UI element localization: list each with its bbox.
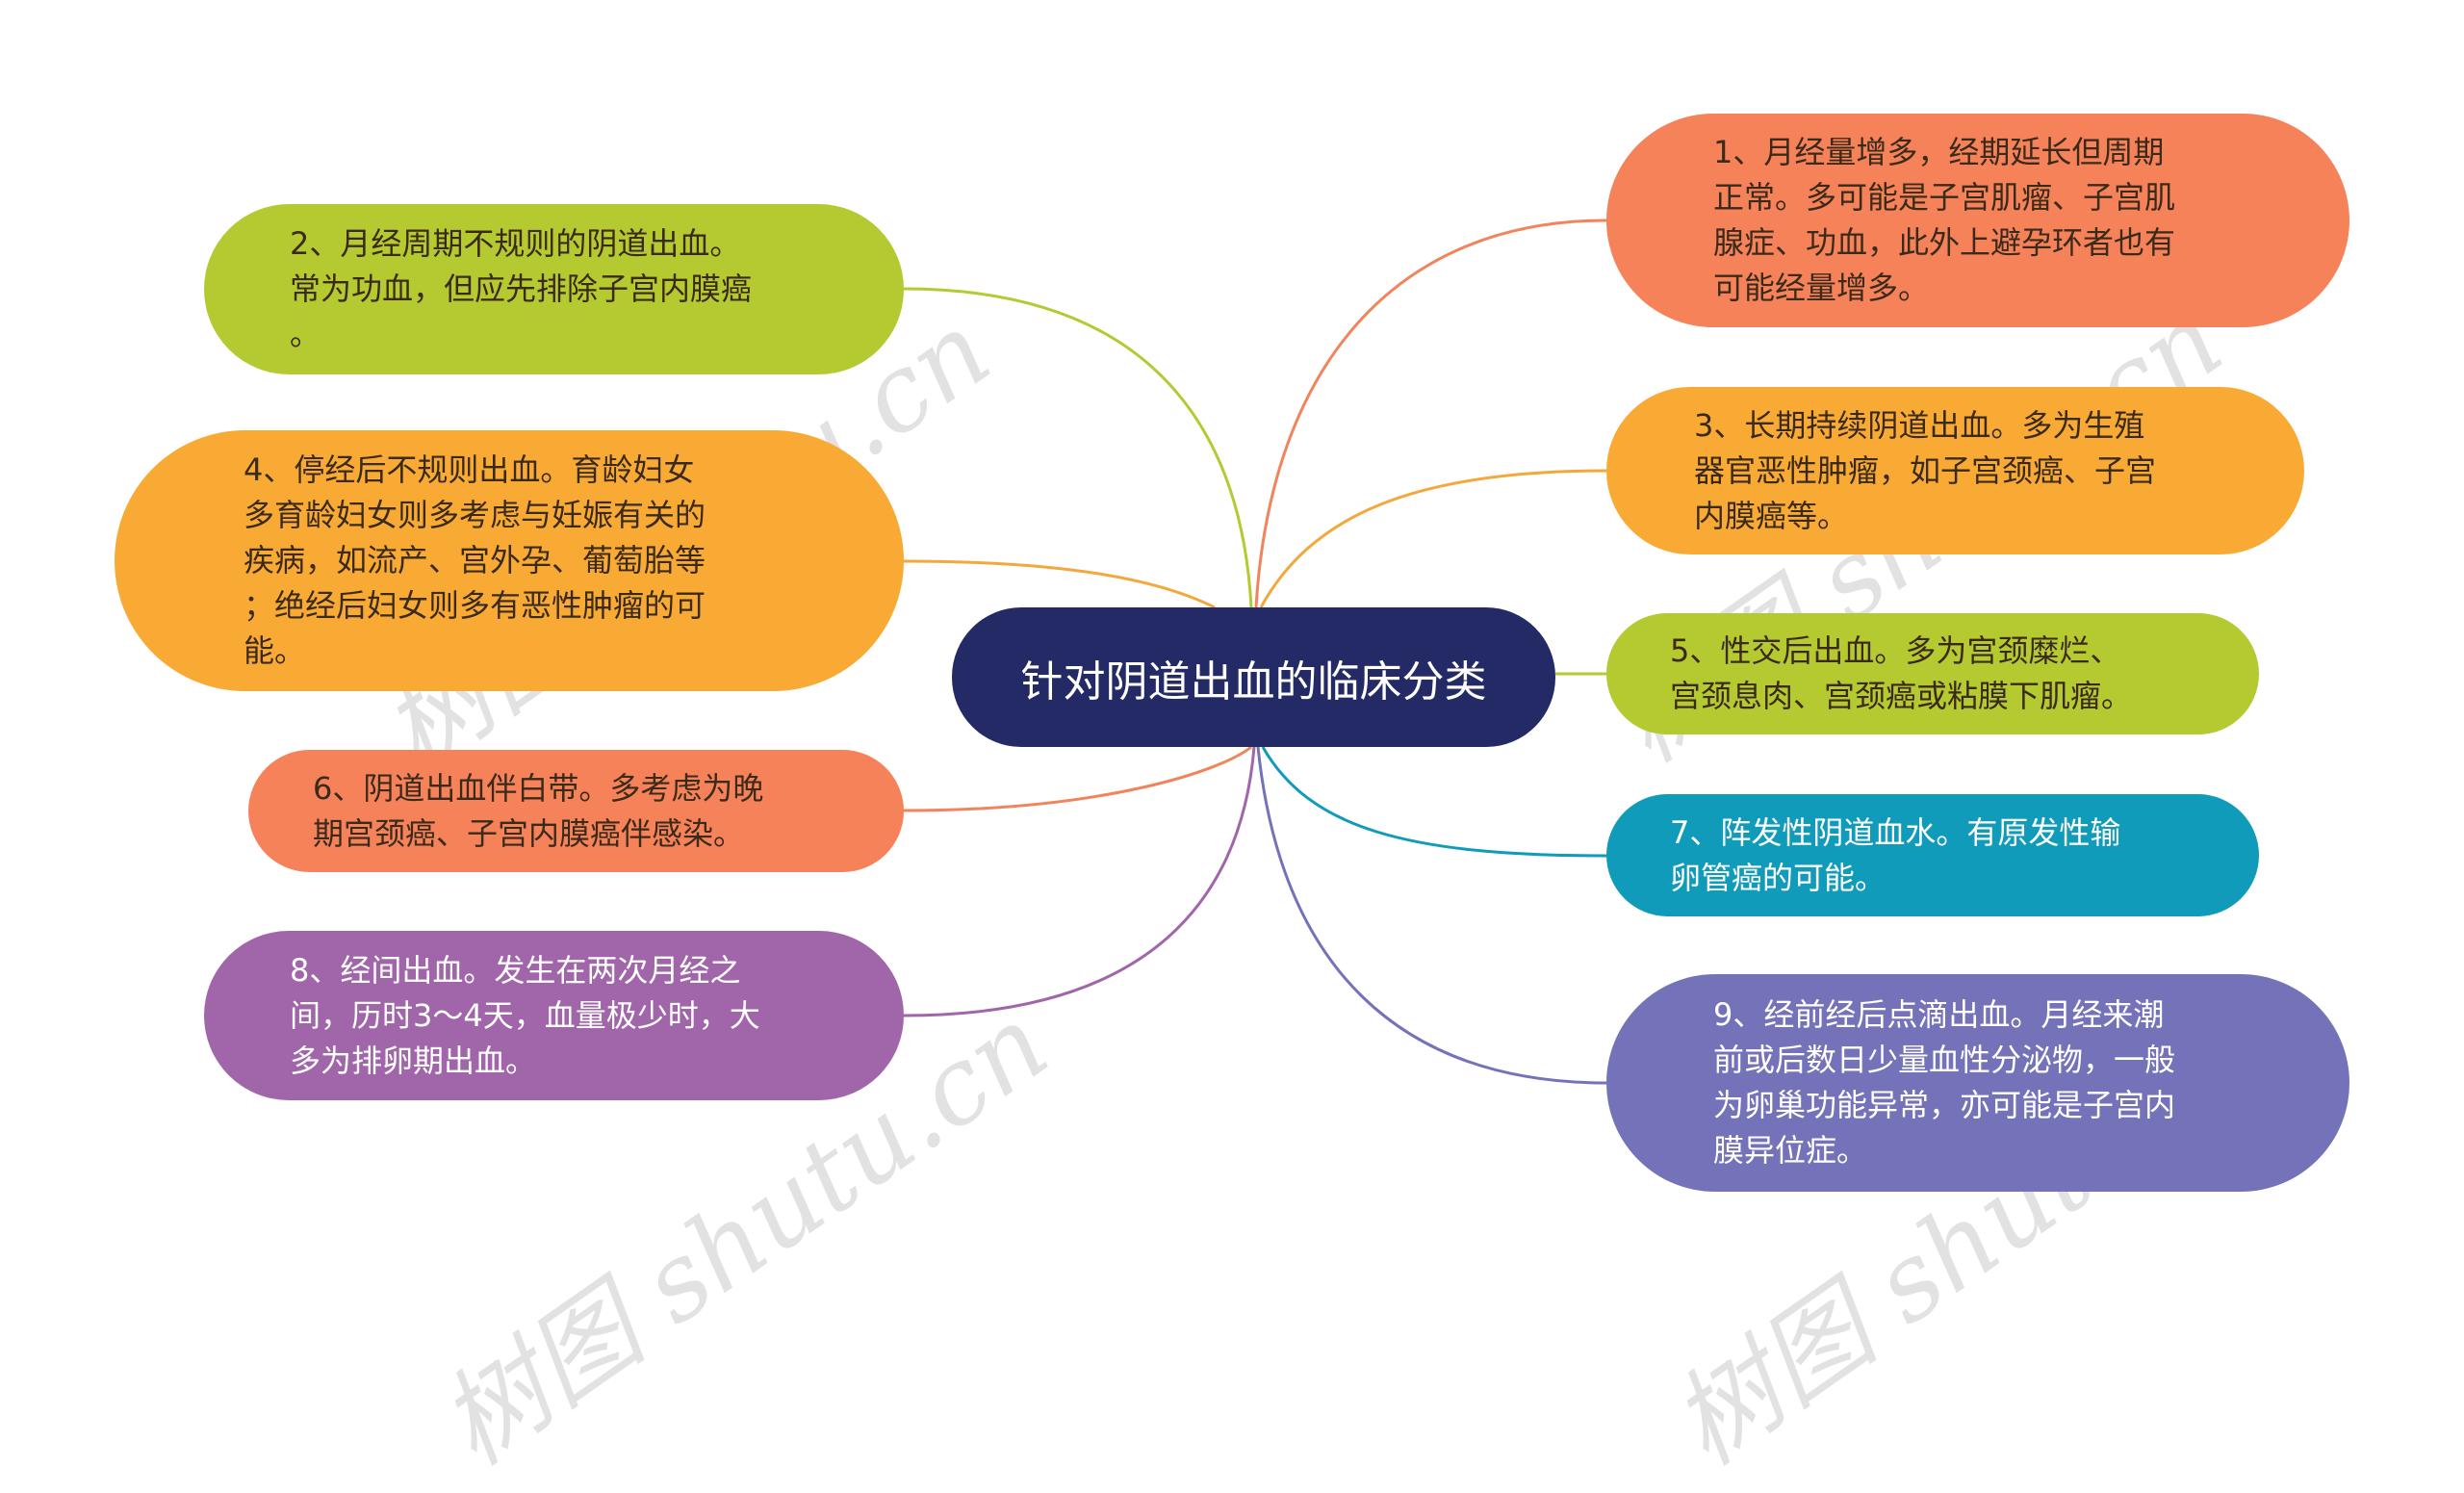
central-topic[interactable]: 针对阴道出血的临床分类 [952, 607, 1555, 747]
topic-node-7[interactable]: 7、阵发性阴道血水。有原发性输 卵管癌的可能。 [1606, 794, 2259, 916]
topic-node-2-text: 2、月经周期不规则的阴道出血。 常为功血，但应先排除子宫内膜癌 。 [290, 225, 753, 352]
topic-node-2[interactable]: 2、月经周期不规则的阴道出血。 常为功血，但应先排除子宫内膜癌 。 [204, 204, 904, 374]
connector-lines [903, 219, 1607, 1085]
topic-node-6-text: 6、阴道出血伴白带。多考虑为晚 期宫颈癌、子宫内膜癌伴感染。 [313, 769, 764, 852]
topic-node-6[interactable]: 6、阴道出血伴白带。多考虑为晚 期宫颈癌、子宫内膜癌伴感染。 [248, 750, 904, 872]
connector-node-7 [1261, 746, 1607, 858]
connector-node-8 [903, 746, 1256, 1017]
central-topic-title: 针对阴道出血的临床分类 [1020, 656, 1487, 707]
connector-node-9 [1256, 746, 1607, 1085]
topic-node-3[interactable]: 3、长期持续阴道出血。多为生殖 器官恶性肿瘤，如子宫颈癌、子宫 内膜癌等。 [1606, 387, 2304, 554]
topic-node-4-text: 4、停经后不规则出血。育龄妇女 多育龄妇女则多考虑与妊娠有关的 疾病，如流产、宫… [244, 451, 706, 669]
connector-node-1 [1254, 219, 1607, 608]
connector-node-2 [903, 287, 1253, 608]
topic-node-5-text: 5、性交后出血。多为宫颈糜烂、 宫颈息肉、宫颈癌或粘膜下肌瘤。 [1670, 632, 2133, 714]
topic-node-8[interactable]: 8、经间出血。发生在两次月经之 间，历时3～4天，血量极少时，大 多为排卵期出血… [204, 931, 904, 1100]
topic-node-9[interactable]: 9、经前经后点滴出血。月经来潮 前或后数日少量血性分泌物，一般 为卵巢功能异常，… [1606, 974, 2349, 1192]
topic-node-1[interactable]: 1、月经量增多，经期延长但周期 正常。多可能是子宫肌瘤、子宫肌 腺症、功血，此外… [1606, 114, 2349, 327]
topic-node-3-text: 3、长期持续阴道出血。多为生殖 器官恶性肿瘤，如子宫颈癌、子宫 内膜癌等。 [1694, 406, 2157, 534]
topic-node-8-text: 8、经间出血。发生在两次月经之 间，历时3～4天，血量极少时，大 多为排卵期出血… [290, 951, 760, 1079]
topic-node-4[interactable]: 4、停经后不规则出血。育龄妇女 多育龄妇女则多考虑与妊娠有关的 疾病，如流产、宫… [115, 430, 904, 691]
connector-node-3 [1259, 469, 1607, 608]
topic-node-7-text: 7、阵发性阴道血水。有原发性输 卵管癌的可能。 [1670, 813, 2121, 896]
connector-node-6 [903, 745, 1252, 812]
connector-node-4 [903, 559, 1216, 609]
topic-node-5[interactable]: 5、性交后出血。多为宫颈糜烂、 宫颈息肉、宫颈癌或粘膜下肌瘤。 [1606, 613, 2259, 734]
topic-node-9-text: 9、经前经后点滴出血。月经来潮 前或后数日少量血性分泌物，一般 为卵巢功能异常，… [1713, 996, 2176, 1169]
topic-node-1-text: 1、月经量增多，经期延长但周期 正常。多可能是子宫肌瘤、子宫肌 腺症、功血，此外… [1713, 134, 2176, 306]
